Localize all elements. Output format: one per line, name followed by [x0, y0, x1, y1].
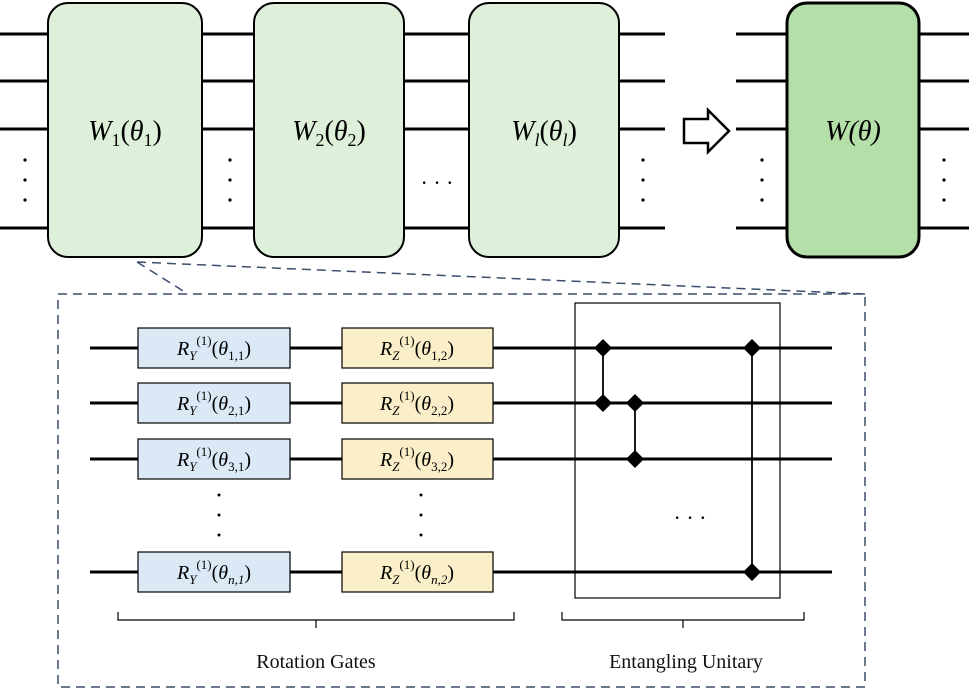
entangling-unitary-caption: Entangling Unitary [609, 651, 763, 673]
svg-text:RY(1)(θ1,1): RY(1)(θ1,1) [176, 333, 251, 363]
ry-gate-3: RY(1)(θ3,1) [137, 438, 291, 480]
ry-gate-2: RY(1)(θ2,1) [137, 382, 291, 424]
svg-text:W(θ): W(θ) [825, 116, 881, 147]
entangling-unitary-brace [561, 612, 805, 628]
zoom-connector [136, 261, 866, 295]
svg-text:RZ(1)(θn,2): RZ(1)(θn,2) [379, 557, 454, 587]
svg-text:RY(1)(θn,1): RY(1)(θn,1) [176, 557, 251, 587]
block-w2: W2(θ2) [253, 2, 405, 258]
result-arg: (θ) [848, 116, 880, 147]
block-wl-theta-sub: l [563, 130, 568, 150]
rz-gate-2: RZ(1)(θ2,2) [341, 382, 494, 424]
svg-text:RZ(1)(θ1,2): RZ(1)(θ1,2) [379, 333, 454, 363]
ry-gate-1: RY(1)(θ1,1) [137, 327, 291, 369]
top-ellipsis: · · · [421, 170, 454, 195]
svg-text:RY(1)(θ2,1): RY(1)(θ2,1) [176, 388, 251, 418]
svg-text:Wl(θl): Wl(θl) [511, 116, 577, 150]
block-w2-symbol: W [292, 116, 318, 147]
detail-vertical-dots [217, 493, 423, 537]
rz-gate-n: RZ(1)(θn,2) [341, 551, 494, 593]
result-vertical-dots [760, 158, 946, 202]
rotation-gates-caption: Rotation Gates [256, 651, 376, 673]
entangling-ellipsis: · · · [674, 505, 707, 530]
svg-text:RY(1)(θ3,1): RY(1)(θ3,1) [176, 444, 251, 474]
block-w2-theta-sub: 2 [348, 130, 357, 150]
block-w1-sub: 1 [111, 130, 120, 150]
top-vertical-dots [23, 158, 645, 202]
block-wl: Wl(θl) [468, 2, 620, 258]
entangling-connections [602, 348, 753, 572]
entangling-box [574, 302, 781, 599]
block-w2-sub: 2 [315, 130, 324, 150]
control-diamond-icons [594, 339, 761, 581]
block-wl-sub: l [534, 130, 539, 150]
rotation-gates-brace [117, 612, 515, 628]
result-symbol: W [825, 116, 851, 147]
ry-gate-n: RY(1)(θn,1) [137, 551, 291, 593]
block-w-result: W(θ) [785, 1, 921, 259]
svg-text:RZ(1)(θ3,2): RZ(1)(θ3,2) [379, 444, 454, 474]
implies-arrow-icon [682, 106, 731, 156]
block-w1: W1(θ1) [47, 2, 203, 258]
block-w1-theta-sub: 1 [144, 130, 153, 150]
svg-text:W2(θ2): W2(θ2) [292, 116, 366, 150]
svg-text:W1(θ1): W1(θ1) [88, 116, 162, 150]
block-wl-symbol: W [511, 116, 537, 147]
svg-text:RZ(1)(θ2,2): RZ(1)(θ2,2) [379, 388, 454, 418]
block-w1-symbol: W [88, 116, 114, 147]
rz-gate-3: RZ(1)(θ3,2) [341, 438, 494, 480]
rz-gate-1: RZ(1)(θ1,2) [341, 327, 494, 369]
